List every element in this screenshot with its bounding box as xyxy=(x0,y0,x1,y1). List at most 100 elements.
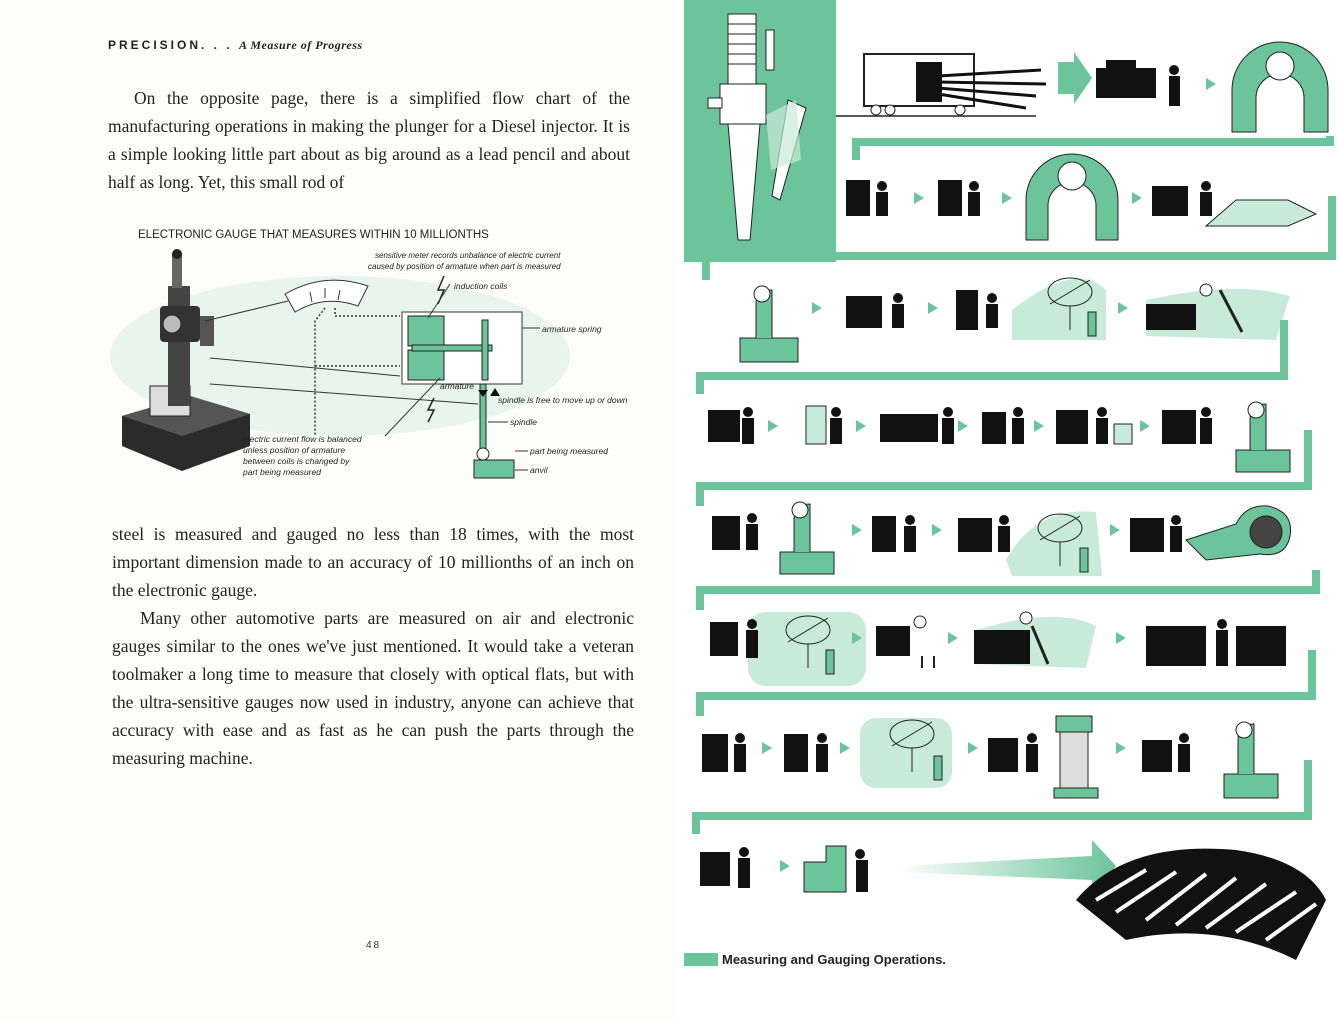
flow-arrow-icon xyxy=(948,632,958,644)
paragraph-2a: steel is measured and gauged no less tha… xyxy=(112,524,634,600)
electronic-gauge-diagram: sensitive meter records unbalance of ele… xyxy=(110,249,628,479)
flow-arrow-icon xyxy=(914,192,924,204)
snap-gauge-icon xyxy=(1231,41,1329,133)
flow-arrow-icon xyxy=(1118,302,1128,314)
label-current-line-1: electric current flow is balanced xyxy=(243,434,362,444)
flow-arrow-icon xyxy=(968,742,978,754)
optical-flat-icon xyxy=(748,612,866,686)
machine-operator-icon xyxy=(708,407,754,444)
row-connector xyxy=(696,570,1320,610)
machine-operator-icon xyxy=(1162,407,1212,444)
flow-arrow-icon xyxy=(1206,78,1216,90)
machine-operator-icon xyxy=(1130,515,1182,552)
flow-arrow-icon xyxy=(852,632,862,644)
page-number: 48 xyxy=(366,940,382,951)
induction-coil-lower xyxy=(407,349,445,381)
flow-chart xyxy=(684,0,1336,960)
flow-arrow-icon xyxy=(840,742,850,754)
label-induction-coils: induction coils xyxy=(454,281,508,291)
injector-panel xyxy=(684,0,836,262)
machine-operator-icon xyxy=(700,847,750,888)
machine-operator-icon xyxy=(784,733,828,772)
rail-car-icon xyxy=(863,53,1047,116)
armature-spring xyxy=(481,319,489,381)
flow-arrow-icon xyxy=(768,420,778,432)
machine-operator-icon xyxy=(710,619,758,658)
flow-arrow-icon xyxy=(928,302,938,314)
machine-operator-icon xyxy=(982,407,1024,444)
flow-arrow-icon xyxy=(1116,742,1126,754)
leader-line xyxy=(384,377,441,437)
air-gauge-icon xyxy=(1185,505,1292,561)
optical-flat-icon xyxy=(1012,277,1106,340)
paragraph-2: steel is measured and gauged no less tha… xyxy=(112,520,634,772)
arrow-down-icon xyxy=(478,390,488,397)
label-meter-line-1: sensitive meter records unbalance of ele… xyxy=(375,251,561,260)
big-flow-arrow-icon xyxy=(896,840,1116,894)
inspector-bench-icon xyxy=(1146,283,1290,340)
machine-operator-icon xyxy=(880,407,954,444)
right-page: Measuring and Gauging Operations. xyxy=(676,0,1338,1020)
label-part-measured: part being measured xyxy=(529,446,608,456)
armature xyxy=(411,344,493,352)
machine-operator-icon xyxy=(1142,733,1190,772)
row-connector xyxy=(702,196,1336,280)
label-current-line-3: between coils is changed by xyxy=(243,456,350,466)
machine-operator-icon xyxy=(1096,60,1180,106)
flow-arrow-icon xyxy=(932,524,942,536)
dial-indicator-icon xyxy=(1223,721,1279,799)
flow-arrow-icon xyxy=(1116,632,1126,644)
electronic-gauge-icon xyxy=(1053,715,1099,799)
injector-icon xyxy=(707,13,807,241)
flow-arrow-icon xyxy=(1132,192,1142,204)
machine-operator-icon xyxy=(1152,181,1212,216)
machine-operator-icon xyxy=(1146,619,1286,666)
optical-flat-icon xyxy=(1006,511,1102,576)
machine-operator-icon xyxy=(702,733,746,772)
snap-gauge-icon xyxy=(1025,153,1119,241)
machine-operator-icon xyxy=(956,290,998,330)
plunger-icon xyxy=(1204,199,1318,227)
part-being-measured xyxy=(476,447,490,461)
inspector-bench-icon xyxy=(876,615,935,668)
flow-arrow-icon xyxy=(1058,52,1092,104)
machine-operator-icon xyxy=(872,515,916,552)
flow-arrow-icon xyxy=(762,742,772,754)
label-spindle-free: spindle is free to move up or down xyxy=(498,395,628,405)
machine-operator-icon xyxy=(846,180,888,216)
label-current-line-2: unless position of armature xyxy=(243,445,345,455)
flow-arrow-icon xyxy=(856,420,866,432)
flow-arrow-icon xyxy=(1034,420,1044,432)
running-head-dots: . . . xyxy=(201,38,233,52)
machine-operator-icon xyxy=(846,293,904,328)
label-armature: armature xyxy=(440,381,474,391)
machine-operator-icon xyxy=(958,515,1010,552)
inspector-bench-icon xyxy=(974,611,1096,668)
dial-indicator-icon xyxy=(779,501,835,575)
row-connector xyxy=(696,320,1288,394)
row-connector xyxy=(852,136,1334,160)
leader-line xyxy=(209,357,401,377)
lightning-icon xyxy=(426,397,436,423)
flow-arrow-icon xyxy=(1002,192,1012,204)
optical-flat-icon xyxy=(860,718,952,788)
machine-operator-icon xyxy=(712,513,758,550)
flow-arrow-icon xyxy=(1110,524,1120,536)
row-connector xyxy=(696,430,1312,506)
coil-wire xyxy=(314,307,326,436)
dial-indicator-icon xyxy=(739,285,799,363)
paragraph-1: On the opposite page, there is a simplif… xyxy=(108,88,630,192)
label-meter-line-2: caused by position of armature when part… xyxy=(368,262,561,271)
running-head-caps: PRECISION xyxy=(108,38,202,52)
gauge-machine-illustration xyxy=(122,249,250,471)
arrow-up-icon xyxy=(490,388,500,396)
leader-line xyxy=(427,283,451,319)
machine-operator-icon xyxy=(805,405,842,445)
machine-operator-icon xyxy=(938,180,980,216)
anvil xyxy=(473,459,515,479)
packer-icon xyxy=(803,845,868,893)
flow-arrow-icon xyxy=(958,420,968,432)
running-head-italic: A Measure of Progress xyxy=(239,38,363,52)
left-page: PRECISION. . . A Measure of Progress On … xyxy=(108,38,634,951)
